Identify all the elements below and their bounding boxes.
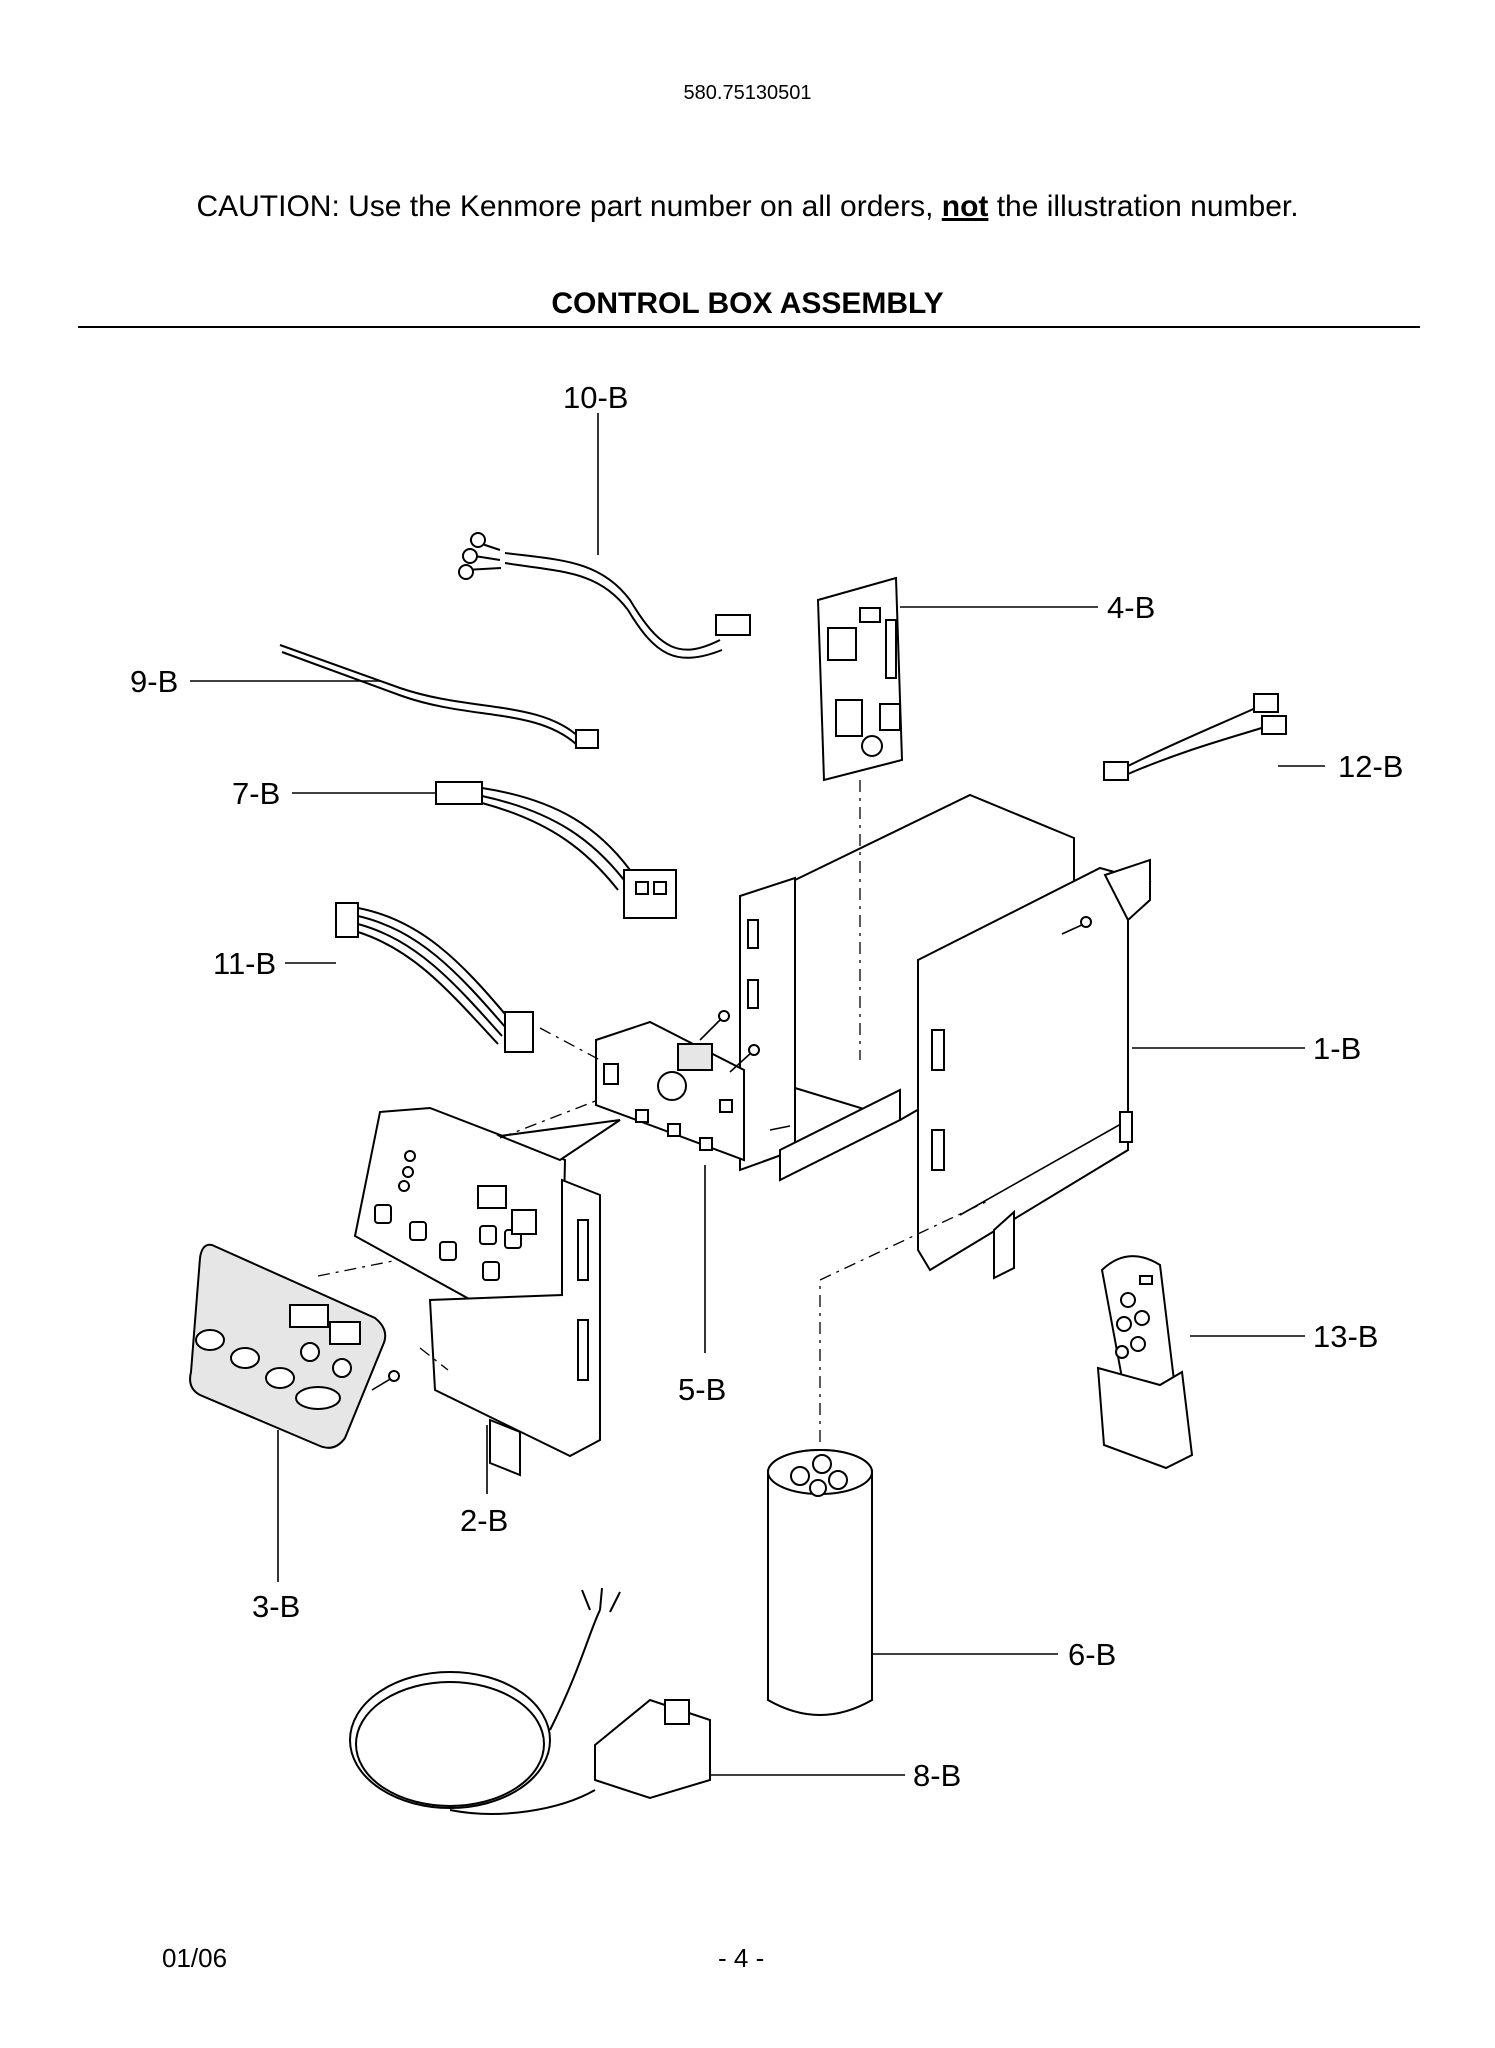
callout-10b: 10-B <box>563 380 628 415</box>
part-overlay-3b <box>189 1243 387 1449</box>
part-control-box-1b <box>739 793 1152 1280</box>
callout-1b: 1-B <box>1313 1031 1361 1066</box>
part-jumper-wire-12b <box>1103 693 1287 781</box>
callout-11b: 11-B <box>213 946 276 981</box>
assembly-guide-lines <box>317 780 991 1442</box>
part-control-board-4b <box>816 576 904 782</box>
callout-3b: 3-B <box>252 1589 300 1624</box>
caution-emphasis: not <box>941 190 989 223</box>
caution-suffix: the illustration number. <box>988 190 1299 223</box>
callout-8b: 8-B <box>913 1758 961 1793</box>
callout-2b: 2-B <box>460 1503 508 1538</box>
title-divider <box>78 326 1420 328</box>
part-capacitor-6b <box>767 1449 873 1716</box>
footer-date: 01/06 <box>162 1943 228 1973</box>
callout-7b: 7-B <box>232 776 280 811</box>
model-number: 580.75130501 <box>683 82 812 104</box>
footer-page-number: - 4 - <box>718 1943 765 1973</box>
caution-prefix: CAUTION: Use the Kenmore part number on … <box>196 190 942 223</box>
callout-9b: 9-B <box>130 664 178 699</box>
part-front-bracket-2b <box>353 1106 621 1477</box>
caution-note: CAUTION: Use the Kenmore part number on … <box>0 190 1495 224</box>
part-connector-7b <box>435 781 677 919</box>
section-title: CONTROL BOX ASSEMBLY <box>551 287 944 320</box>
callout-6b: 6-B <box>1068 1637 1116 1672</box>
callout-12b: 12-B <box>1338 749 1403 784</box>
leader-lines <box>190 413 1325 1776</box>
part-remote-control-13b <box>1096 1255 1194 1470</box>
part-display-board-5b <box>595 1020 745 1162</box>
callout-5b: 5-B <box>678 1372 726 1407</box>
part-screws <box>371 916 1092 1391</box>
part-power-cord-8b <box>349 1587 711 1815</box>
callout-4b: 4-B <box>1107 590 1155 625</box>
callout-13b: 13-B <box>1313 1319 1378 1354</box>
part-thermistor-9b <box>279 644 599 749</box>
part-wire-harness-10b <box>458 532 751 659</box>
part-ribbon-cable-11b <box>335 902 534 1053</box>
